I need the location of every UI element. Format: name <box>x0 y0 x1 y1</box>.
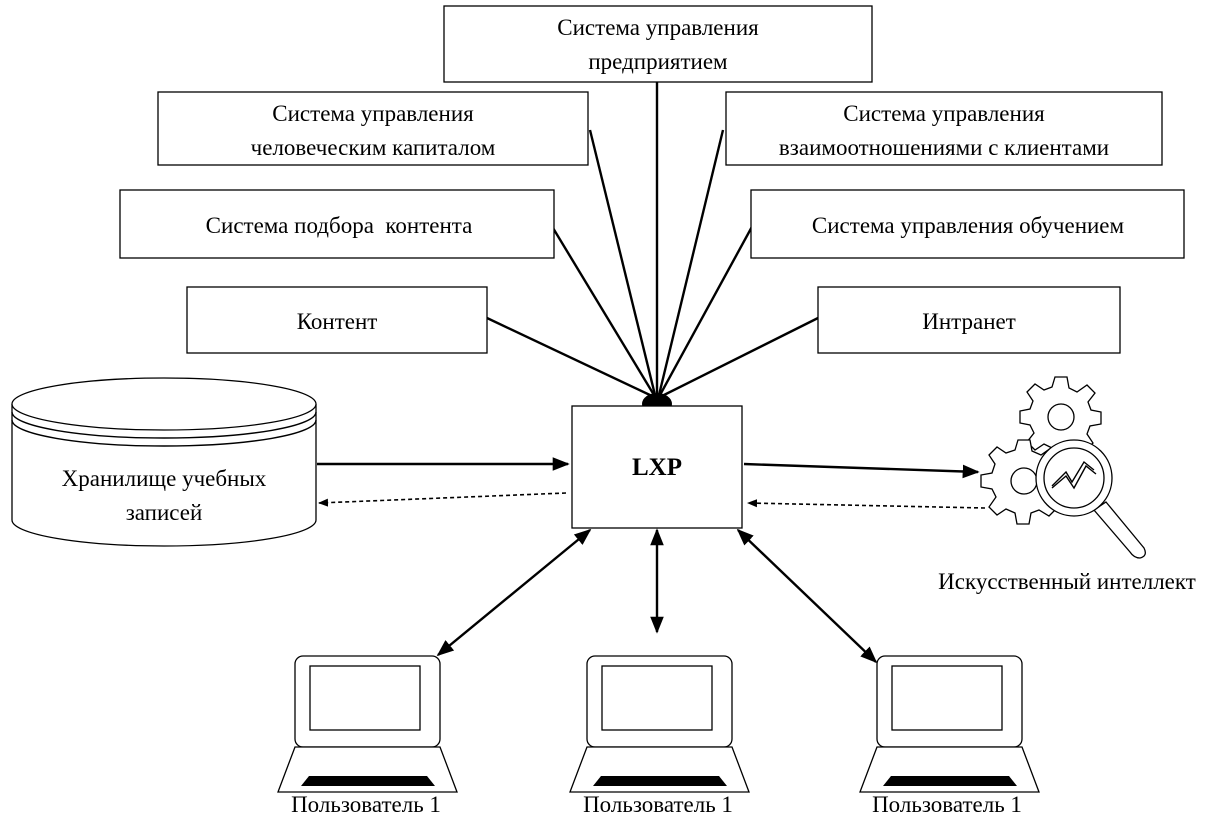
connector-crm <box>657 129 725 396</box>
user2-laptop-icon <box>569 655 750 793</box>
learning-record-store-label-line2: записей <box>126 500 203 525</box>
ai-gears-icon <box>980 376 1146 559</box>
user1-label: Пользователь 1 <box>291 792 441 817</box>
user2-label: Пользователь 1 <box>583 792 733 817</box>
lxp-node: LXP <box>571 405 743 529</box>
user1-laptop-icon <box>277 655 458 793</box>
arrow-lxp-to-storage <box>318 492 567 507</box>
human-capital-system-label-line2: человеческим капиталом <box>251 135 496 160</box>
ai-magnifier-icon <box>1035 439 1146 559</box>
arrow-lxp-user1 <box>436 528 592 657</box>
content-selection-system-label: Система подбора контента <box>206 213 473 238</box>
lms-label: Система управления обучением <box>812 213 1125 238</box>
content-selection-system-node: Система подбора контента <box>119 189 555 259</box>
system-connectors <box>486 82 819 415</box>
crm-system-label-line2: взаимоотношениями с клиентами <box>779 135 1109 160</box>
arrow-lxp-user3 <box>736 528 878 664</box>
human-capital-system-node: Система управления человеческим капитало… <box>157 91 589 166</box>
learning-record-store-label-line1: Хранилище учебных <box>62 466 267 491</box>
intranet-node: Интранет <box>817 286 1121 354</box>
connector-lms <box>658 222 756 396</box>
user3-laptop-icon <box>859 655 1040 793</box>
lms-node: Система управления обучением <box>750 189 1185 259</box>
user3-label: Пользователь 1 <box>872 792 1022 817</box>
enterprise-system-label-line2: предприятием <box>588 49 728 74</box>
ai-label: Искусственный интеллект <box>938 569 1196 594</box>
arrow-ai-to-lxp <box>747 499 986 509</box>
enterprise-system-label-line1: Система управления <box>557 15 759 40</box>
learning-record-store-node: Хранилище учебных записей <box>11 377 317 547</box>
content-label: Контент <box>297 309 378 334</box>
connector-content <box>486 316 653 398</box>
connector-intranet <box>661 316 819 398</box>
content-node: Контент <box>186 286 488 354</box>
intranet-label: Интранет <box>922 309 1016 334</box>
crm-system-label-line1: Система управления <box>843 101 1045 126</box>
lxp-label: LXP <box>632 454 682 481</box>
enterprise-system-node: Система управления предприятием <box>443 5 873 83</box>
connector-human-capital <box>588 129 657 396</box>
crm-system-node: Система управления взаимоотношениями с к… <box>725 91 1163 166</box>
arrow-lxp-to-ai <box>743 462 980 479</box>
connector-content-selection <box>551 227 656 396</box>
human-capital-system-label-line1: Система управления <box>272 101 474 126</box>
